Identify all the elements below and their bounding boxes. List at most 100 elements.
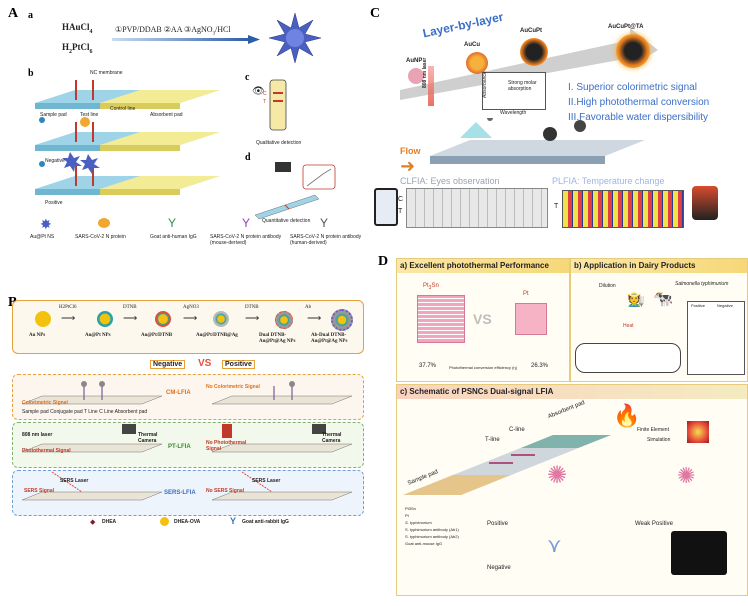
au-np-icon [35,311,51,327]
c-line-label: C-line [509,427,525,433]
nc-membrane-label: NC membrane [90,70,123,76]
plfia-label: PLFIA: Temperature change [552,176,665,186]
cm-left-signal: Colorimetric Signal [22,400,68,406]
stage-label: AuCu [464,42,480,48]
pos-complex-icon: ✺ [547,462,568,489]
legend-d: Pt3Sn Pt S. typhimurium S. typhimurium a… [405,505,483,547]
reagent-label: H2PtCl6 [59,305,77,310]
neg-complex-icon: ⋎ [547,535,562,557]
section-b-title: b) Application in Dairy Products [571,259,747,273]
panel-d-label: D [378,254,389,269]
quantitative-reader [254,162,336,220]
section-a-box: a) Excellent photothermal Performance Pt… [396,258,570,382]
milk-icon: 🧑‍🌾 [627,291,645,307]
aucupt-particle [520,38,548,66]
panel-a: A a HAuCl4 H2PtCl6 ①PVP/DDAB ②AA ③AgNO3/… [0,0,370,255]
reader-box [671,531,727,575]
strip-parts-label: Sample pad Conjugate pad T Line C Line A… [22,409,148,415]
human-antibody-icon: Y [320,216,329,230]
vs-tag: VS [198,358,212,369]
claims-list: I. Superior colorimetric signal II.High … [568,80,748,125]
legend-d-item: Pt [405,513,409,518]
arrow-icon: ⟶ [123,313,138,324]
pt-mode-label: PT-LFIA [168,444,191,450]
aunp-particle [408,68,424,84]
ab-dual-dtnb-icon [331,309,353,331]
result-panel [687,301,745,375]
legend-a-item: Au@Pt NS [30,234,55,240]
c-tag: C [263,91,267,97]
dilution-label: Dilution [599,283,616,289]
absorbent-pad-label: Absorbent pad [150,112,183,118]
arrow-icon: ⟶ [183,313,198,324]
quantitative-detection: Quantitative detection [262,218,311,224]
dhea-ova-icon [160,517,169,526]
legend-a-item: SARS-CoV-2 N protein [75,234,126,240]
stage-label: AuCuPt [520,28,542,34]
positive-label: Positive [45,200,63,206]
section-a-title: a) Excellent photothermal Performance [397,259,569,273]
clfia-strips [406,188,548,228]
aucu-particle [466,52,488,74]
legend-b: ◆ DHEA DHEA-OVA Y Goat anti-rabbit IgG [90,516,350,530]
sers-left-signal: SERS Signal [24,488,55,494]
particle-label: Au NPs [29,333,46,338]
neg-label: Negative [717,303,733,308]
synthesis-arrow [112,35,260,44]
panel-d: D a) Excellent photothermal Performance … [378,252,748,606]
qualitative-cassette [269,79,287,131]
legend-d-item: S. typhimurium antibody (Ab2) [405,534,459,539]
particle-label: Au@Pt/DTNB@Ag [196,333,238,338]
positive-tag: Positive [222,360,255,369]
au-pt-dtnb-ag-icon [213,311,229,327]
test-cassette [575,343,681,373]
claim-item: II.High photothermal conversion [568,97,710,108]
lfia-row-strips [21,381,353,501]
arrow-icon: ⟶ [61,313,76,324]
absorbance-inset [482,72,546,110]
t-tag: T [263,99,267,105]
efficiency-1: 37.7% [419,363,437,369]
panel-c: C Layer-by-layer AuNP AuCu AuCuPt AuCuPt… [370,0,748,250]
mouse-antibody-icon: Y [242,216,251,230]
au-pt-np-icon [97,311,113,327]
reagent-label: AgNO3 [183,305,199,310]
fem-heat-square [687,421,709,443]
synthesis-box: H2PtCl6 DTNB AgNO3 DTNB Ab ⟶ ⟶ ⟶ ⟶ ⟶ Au … [12,300,364,354]
goat-anti-rabbit-icon: Y [230,516,237,526]
legend-a-item: SARS-CoV-2 N protein antibody (mouse-der… [210,234,282,246]
strip-1 [35,80,220,109]
pos-label: Positive [691,303,706,308]
negative-tag: Negative [150,360,186,369]
legend-a: ✸ Au@Pt NS SARS-CoV-2 N protein Y Goat a… [20,216,370,251]
particle-label: Au@Pt/DTNB [141,333,173,338]
au-pt-nanostar-image [268,12,322,64]
weak-complex-icon: ✺ [677,463,696,488]
legend-b-item: Goat anti-rabbit IgG [242,519,289,525]
cm-right-signal: No Colorimetric Signal [206,384,260,390]
reagent-label: DTNB [245,305,259,310]
qualitative-detection: Qualitative detection [256,140,302,146]
negative-label: Negative [487,565,511,571]
heat-label: Heat [623,323,634,329]
dual-dtnb-icon [275,311,293,329]
clfia-t-tag: T [398,208,403,215]
sub-a-label: a [28,10,33,21]
au-pt-dtnb-icon [155,311,171,327]
dhea-icon: ◆ [90,519,96,526]
sers-mode-label: SERS-LFIA [164,490,196,496]
reagent-haucl4: HAuCl4 [62,22,93,35]
pt-cube [515,303,547,335]
thermal-camera-label-right: Thermal Camera [322,432,342,444]
sers-laser-label: SERS Laser [60,478,89,484]
legend-d-item: S. typhimurium antibody (Ab1) [405,527,459,532]
panel-c-label: C [370,6,381,21]
legend-b-item: DHEA-OVA [174,519,201,525]
salmonella-label: Salmonella typhimurium [675,281,729,287]
claim-item: I. Superior colorimetric signal [568,82,697,93]
flame-icon: 🔥 [613,403,641,428]
plfia-t-tag: T [554,203,559,210]
section-c-box: c) Schematic of PSNCs Dual-signal LFIA S… [396,384,748,596]
strong-absorption: Strong molar absorption [508,80,537,92]
legend-d-item: Pt3Sn [405,506,416,511]
